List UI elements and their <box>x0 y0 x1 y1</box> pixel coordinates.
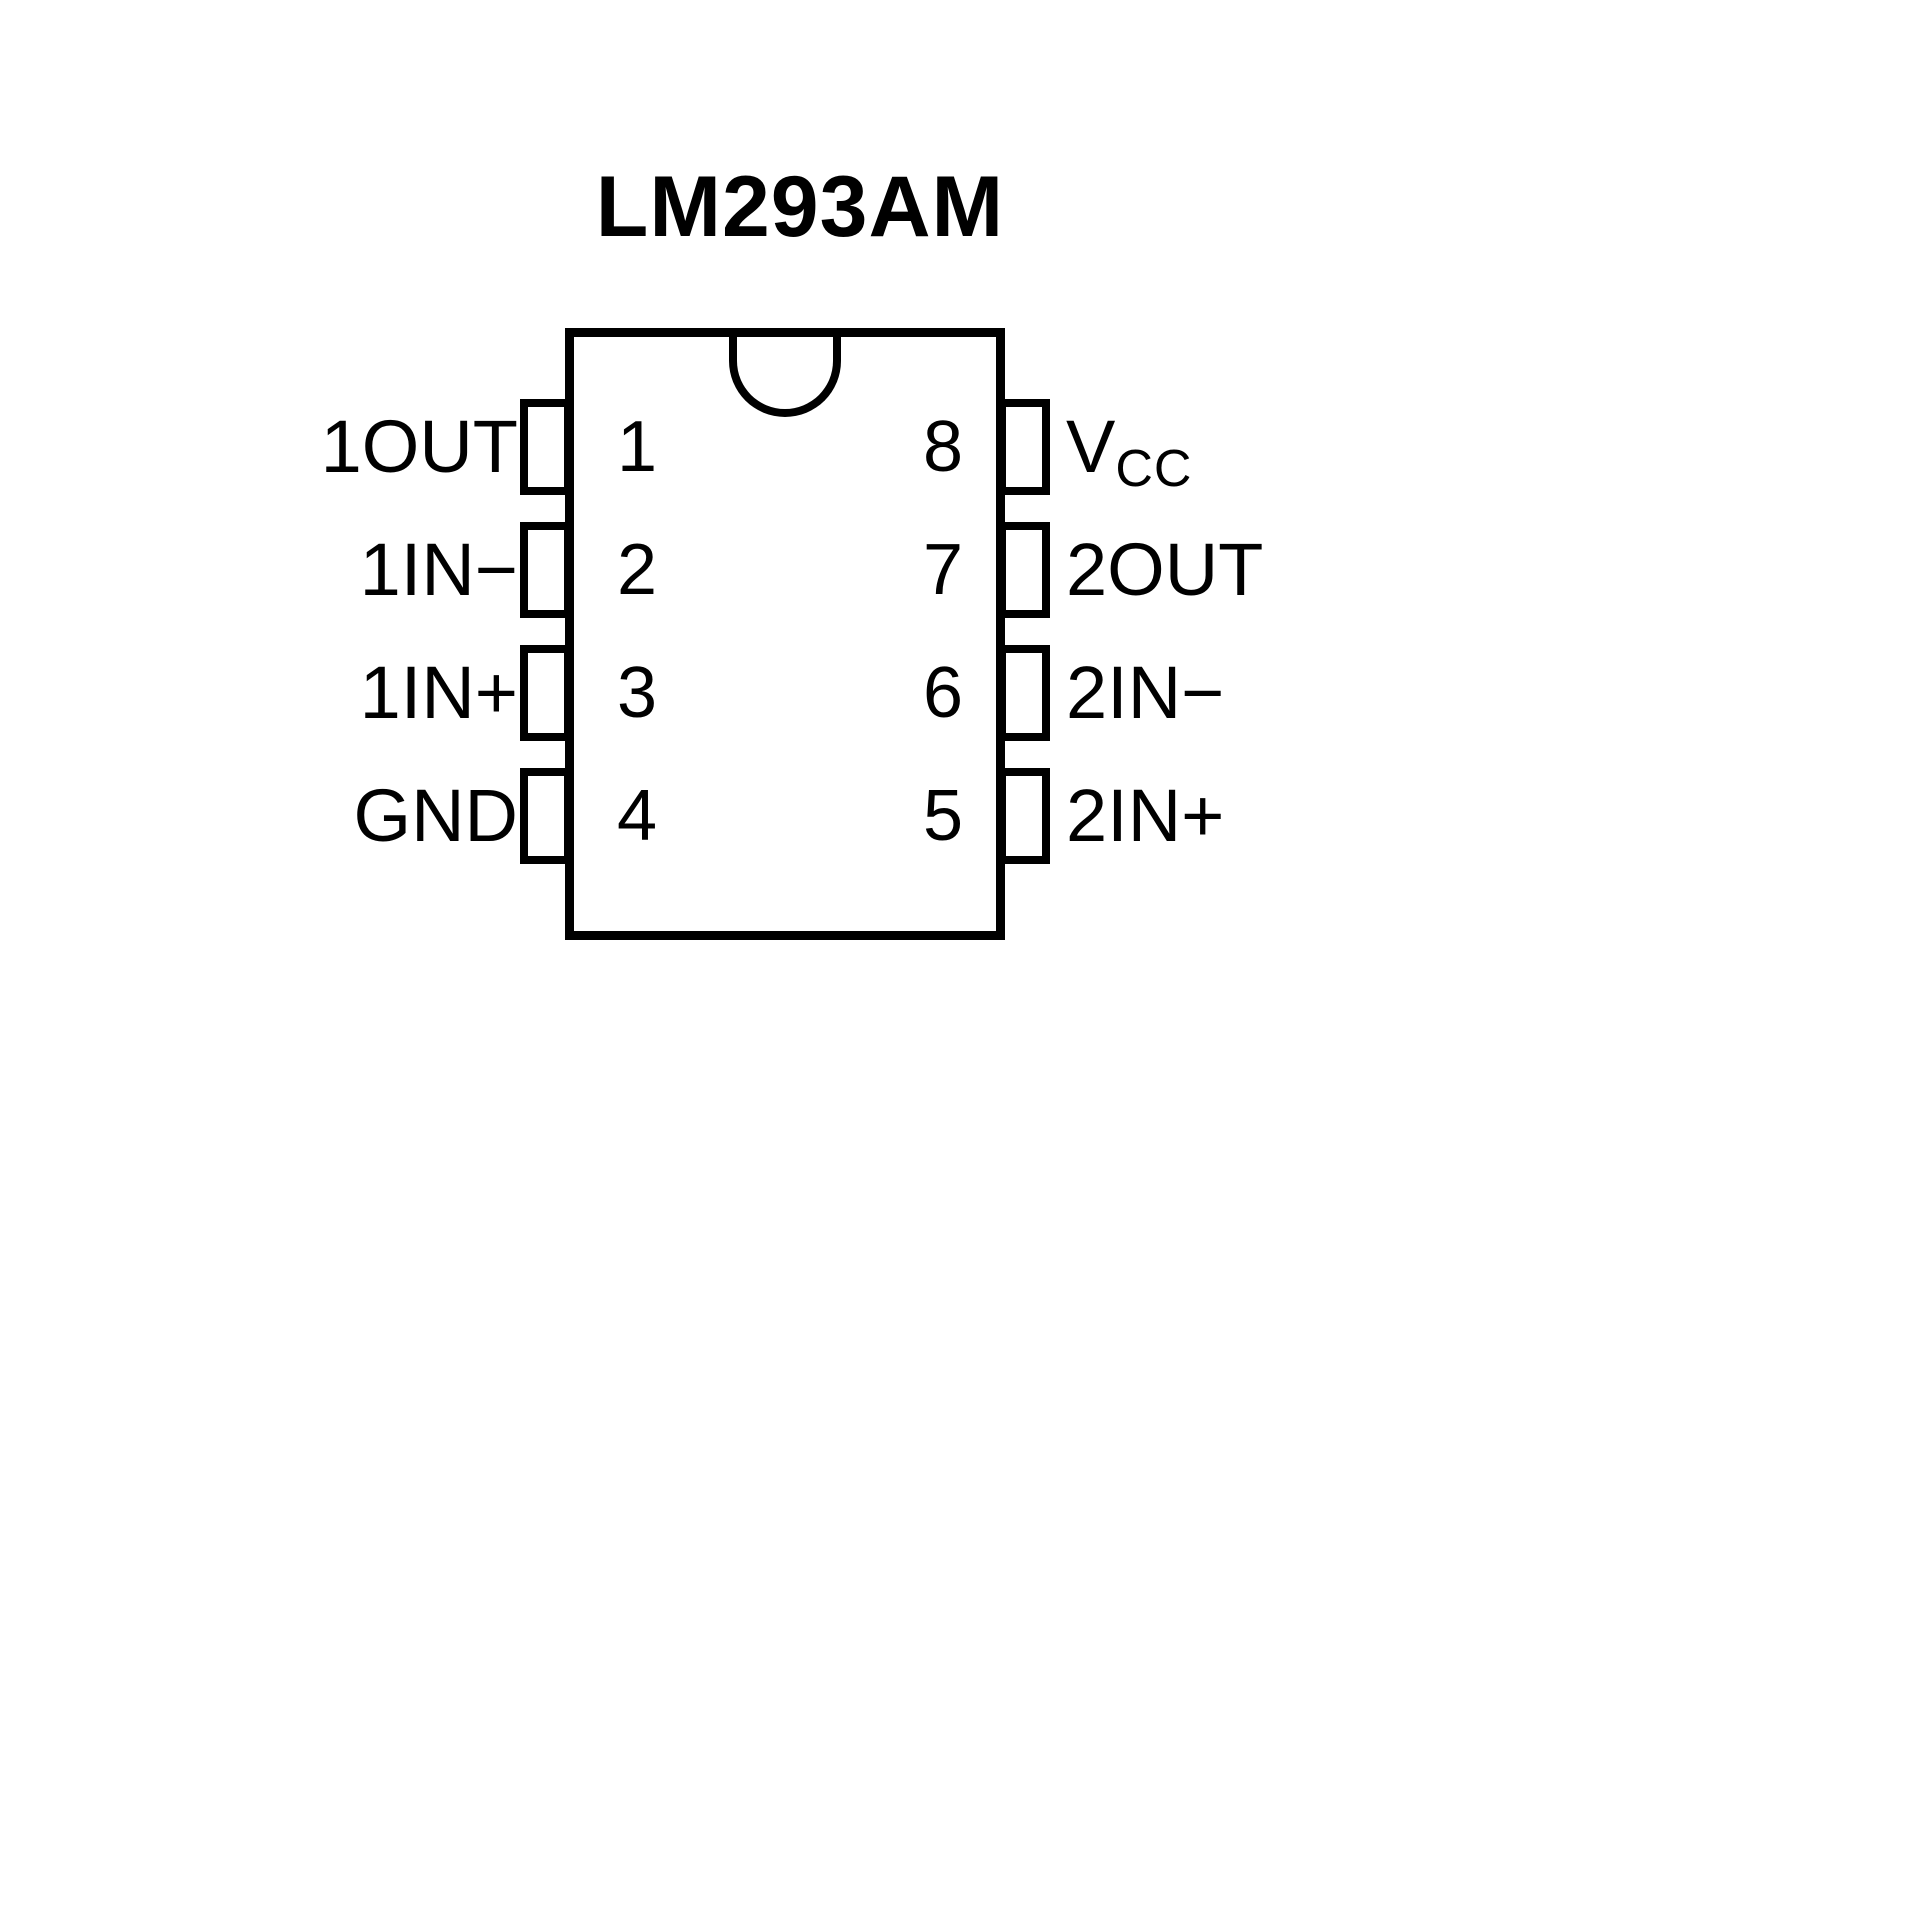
pin-3-number: 3 <box>616 653 658 733</box>
chip-body <box>565 328 1005 940</box>
pin-7 <box>998 522 1050 618</box>
pin-1 <box>520 399 572 495</box>
pin-8 <box>998 399 1050 495</box>
vcc-label-subscript: CC <box>1115 440 1193 498</box>
pin-5 <box>998 768 1050 864</box>
pin-2 <box>520 522 572 618</box>
pin-6-label: 2IN− <box>1066 651 1225 734</box>
vcc-label-main: V <box>1066 405 1116 488</box>
pin-5-label: 2IN+ <box>1066 774 1225 857</box>
chip-title: LM293AM <box>595 159 1005 255</box>
pin-2-number: 2 <box>616 530 658 610</box>
pin-4-label: GND <box>353 774 518 857</box>
pin-5-number: 5 <box>922 776 964 856</box>
pin-8-label: VCC <box>1066 400 1526 498</box>
pin-4-number: 4 <box>616 776 658 856</box>
pin-3 <box>520 645 572 741</box>
pin-7-number: 7 <box>922 530 964 610</box>
pin-8-number: 8 <box>922 407 964 487</box>
pin-2-label: 1IN− <box>359 528 518 611</box>
pin-1-number: 1 <box>616 407 658 487</box>
pin-6-number: 6 <box>922 653 964 733</box>
pin-1-label: 1OUT <box>320 405 518 488</box>
pin-6 <box>998 645 1050 741</box>
pin-4 <box>520 768 572 864</box>
pin-7-label: 2OUT <box>1066 528 1264 611</box>
pin-3-label: 1IN+ <box>359 651 518 734</box>
